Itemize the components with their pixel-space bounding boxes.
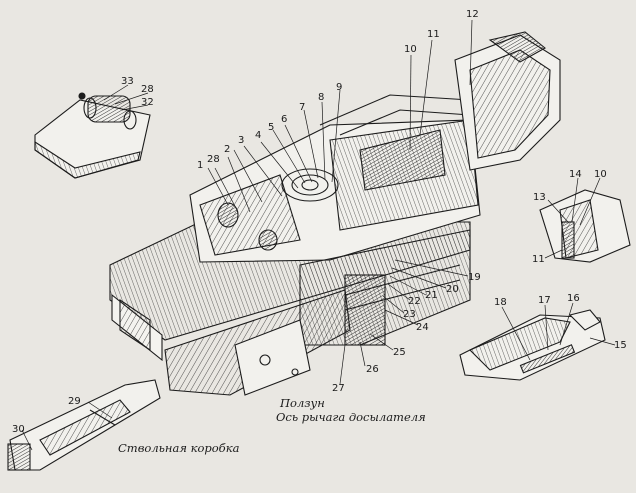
callout-7: 7 (299, 102, 305, 113)
callout-30: 30 (12, 424, 25, 435)
callout-10b: 10 (594, 169, 607, 180)
callout-29: 29 (68, 396, 81, 407)
inset-side-bracket (539, 189, 631, 263)
callout-25: 25 (393, 347, 406, 358)
callout-22: 22 (408, 296, 421, 307)
caption-barrel-box: Ствольная коробка (118, 441, 240, 455)
callout-5: 5 (268, 122, 274, 133)
callout-labels: 1 28 2 3 4 5 6 7 8 9 10 11 12 33 28 32 1… (12, 9, 627, 455)
callout-32: 32 (141, 97, 154, 108)
callout-23: 23 (403, 309, 416, 320)
callout-18: 18 (494, 297, 507, 308)
caption-slider: Ползун (279, 396, 325, 410)
callout-28a: 28 (207, 154, 220, 165)
callout-17: 17 (538, 295, 551, 306)
callout-16: 16 (567, 293, 580, 304)
callout-27: 27 (332, 383, 345, 394)
inset-roller-assembly (34, 92, 151, 179)
callout-10: 10 (404, 44, 417, 55)
callout-3: 3 (238, 135, 244, 146)
callout-12: 12 (466, 9, 479, 20)
callout-1: 1 (197, 160, 203, 171)
callout-11b: 11 (532, 254, 545, 265)
barrel-box-part (7, 379, 161, 471)
callout-15: 15 (614, 340, 627, 351)
callout-21: 21 (425, 290, 438, 301)
callout-6: 6 (281, 114, 287, 125)
caption-rammer-lever-axis: Ось рычага досылателя (276, 410, 426, 424)
callout-28b: 28 (141, 84, 154, 95)
callout-11: 11 (427, 29, 440, 40)
callout-24: 24 (416, 322, 429, 333)
callout-33: 33 (121, 76, 134, 87)
callout-2: 2 (224, 144, 230, 155)
callout-14: 14 (569, 169, 582, 180)
callout-8: 8 (318, 92, 324, 103)
callouts (21, 19, 616, 451)
main-housing (109, 31, 561, 396)
callout-26: 26 (366, 364, 379, 375)
callout-13: 13 (533, 192, 546, 203)
callout-19: 19 (468, 272, 481, 283)
callout-4: 4 (255, 130, 261, 141)
callout-20: 20 (446, 284, 459, 295)
inset-slide-block (459, 309, 606, 381)
callout-9: 9 (336, 82, 342, 93)
